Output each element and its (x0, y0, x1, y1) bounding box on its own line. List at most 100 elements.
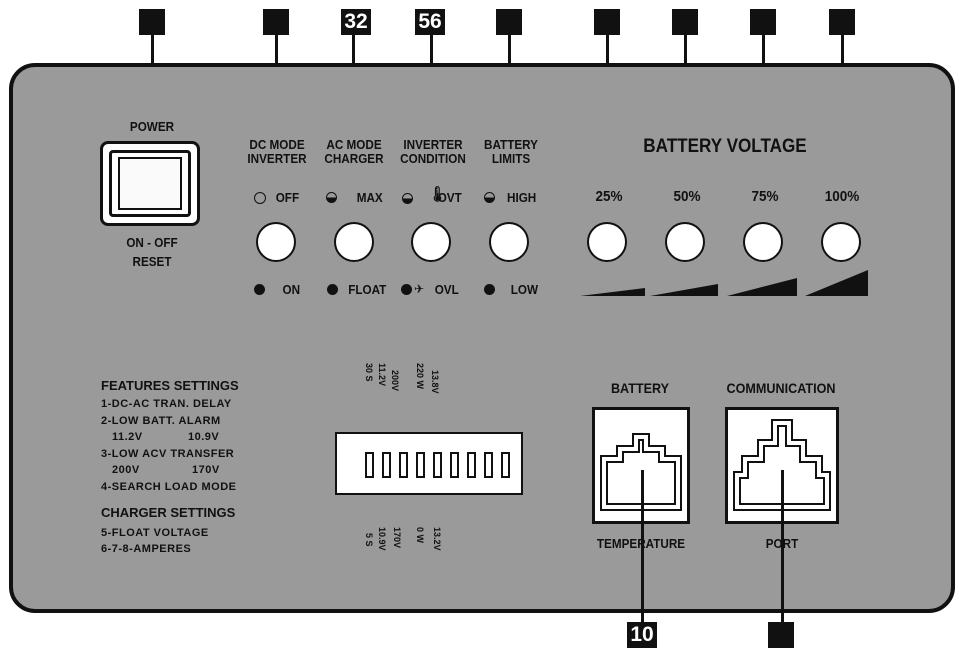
battery-bar-75 (727, 278, 797, 296)
led-low-icon (484, 284, 495, 295)
status-on: ON (282, 282, 301, 297)
status-max: MAX (356, 190, 383, 205)
dip-bottom-label-4: 0 W (415, 527, 425, 544)
features-line-3b: 170V (192, 464, 220, 476)
battery-led-50 (665, 222, 705, 262)
battery-port-title: BATTERY (610, 380, 670, 396)
callout-3: 32 (341, 9, 371, 35)
callout-7 (672, 9, 698, 35)
dip-switch-block (335, 432, 523, 495)
led-on-icon (254, 284, 265, 295)
battery-level-75-label: 75% (751, 188, 779, 205)
dip-switch-3[interactable] (399, 452, 408, 478)
callout-11 (768, 622, 794, 648)
battery-bar-25 (580, 288, 645, 296)
callout-4: 56 (415, 9, 445, 35)
dip-switch-2[interactable] (382, 452, 391, 478)
led-max-icon (326, 192, 337, 203)
status-ovt: OVT (437, 190, 462, 205)
dip-switch-8[interactable] (484, 452, 493, 478)
dip-bottom-label-5: 13.2V (432, 527, 442, 551)
battery-bar-100 (805, 270, 868, 296)
dip-top-label-4: 220 W (415, 363, 425, 390)
features-line-3: 3-LOW ACV TRANSFER (101, 448, 235, 460)
dip-switch-9[interactable] (501, 452, 510, 478)
dip-switch-7[interactable] (467, 452, 476, 478)
dip-top-label-5: 13.8V (430, 370, 440, 394)
callout-9 (829, 9, 855, 35)
led-ovt-icon (402, 193, 413, 204)
battery-voltage-title: BATTERY VOLTAGE (643, 136, 807, 157)
callout-2 (263, 9, 289, 35)
battery-led-100 (821, 222, 861, 262)
indicator-knob-inverter[interactable] (411, 222, 451, 262)
status-low: LOW (510, 282, 538, 297)
power-caption-line1: ON - OFF (126, 235, 178, 250)
indicator-title-battery-line1: BATTERY (484, 137, 538, 152)
status-float: FLOAT (348, 282, 387, 297)
dip-top-label-3: 200V (390, 370, 400, 392)
features-line-3a: 200V (112, 464, 140, 476)
status-ovl: OVL (434, 282, 459, 297)
indicator-title-ac: AC MODE CHARGER (321, 138, 388, 166)
battery-level-100-label: 100% (824, 188, 860, 205)
power-switch-rocker (118, 157, 182, 210)
comm-port-title: COMMUNICATION (726, 380, 836, 396)
dip-switch-5[interactable] (433, 452, 442, 478)
indicator-title-battery-line2: LIMITS (491, 151, 531, 166)
battery-level-25-label: 25% (595, 188, 623, 205)
indicator-knob-ac[interactable] (334, 222, 374, 262)
features-line-2a: 11.2V (112, 431, 143, 443)
dip-bottom-label-1: 5 S (364, 533, 374, 547)
battery-temperature-port[interactable] (592, 407, 690, 524)
thermometer-icon: 🌡 (428, 185, 448, 203)
rj-jack-icon (733, 419, 831, 511)
battery-led-75 (743, 222, 783, 262)
callout-6 (594, 9, 620, 35)
indicator-knob-dc[interactable] (256, 222, 296, 262)
callout-8 (750, 9, 776, 35)
features-line-4: 4-SEARCH LOAD MODE (101, 481, 237, 493)
battery-level-bars (580, 270, 868, 296)
dip-switch-6[interactable] (450, 452, 459, 478)
fan-icon: ✈ (414, 282, 425, 296)
power-title: POWER (129, 119, 175, 134)
led-float-icon (327, 284, 338, 295)
indicator-title-ac-line2: CHARGER (324, 151, 384, 166)
dip-bottom-label-3: 170V (392, 527, 402, 549)
battery-level-50-label: 50% (673, 188, 701, 205)
features-line-2: 2-LOW BATT. ALARM (101, 415, 221, 427)
charger-title: CHARGER SETTINGS (101, 505, 236, 520)
dip-switch-4[interactable] (416, 452, 425, 478)
battery-port-caption: TEMPERATURE (592, 537, 691, 551)
indicator-title-dc: DC MODE INVERTER (244, 138, 311, 166)
features-line-2b: 10.9V (188, 431, 220, 443)
battery-led-25 (587, 222, 627, 262)
dip-top-label-1: 30 S (364, 363, 374, 382)
features-title: FEATURES SETTINGS (101, 378, 239, 393)
status-high: HIGH (507, 190, 537, 205)
rj-jack-icon (600, 433, 682, 511)
dip-bottom-label-2: 10.9V (377, 527, 387, 551)
leader-line (781, 470, 784, 625)
indicator-title-dc-line2: INVERTER (247, 151, 307, 166)
power-switch[interactable] (109, 150, 191, 217)
led-off-icon (254, 192, 266, 204)
battery-bar-50 (650, 284, 718, 296)
power-caption-line2: RESET (132, 254, 172, 269)
callout-1 (139, 9, 165, 35)
indicator-title-ac-line1: AC MODE (326, 137, 382, 152)
dip-switch-1[interactable] (365, 452, 374, 478)
status-off: OFF (275, 190, 300, 205)
led-high-icon (484, 192, 495, 203)
dip-top-label-2: 11.2V (377, 363, 387, 387)
indicator-title-inverter-line1: INVERTER (403, 137, 463, 152)
charger-line-5: 5-FLOAT VOLTAGE (101, 527, 209, 539)
leader-line (641, 470, 644, 625)
callout-5 (496, 9, 522, 35)
features-line-1: 1-DC-AC TRAN. DELAY (101, 398, 232, 410)
led-ovl-icon (401, 284, 412, 295)
indicator-knob-battery[interactable] (489, 222, 529, 262)
indicator-title-dc-line1: DC MODE (249, 137, 305, 152)
indicator-title-inverter-line2: CONDITION (400, 151, 466, 166)
